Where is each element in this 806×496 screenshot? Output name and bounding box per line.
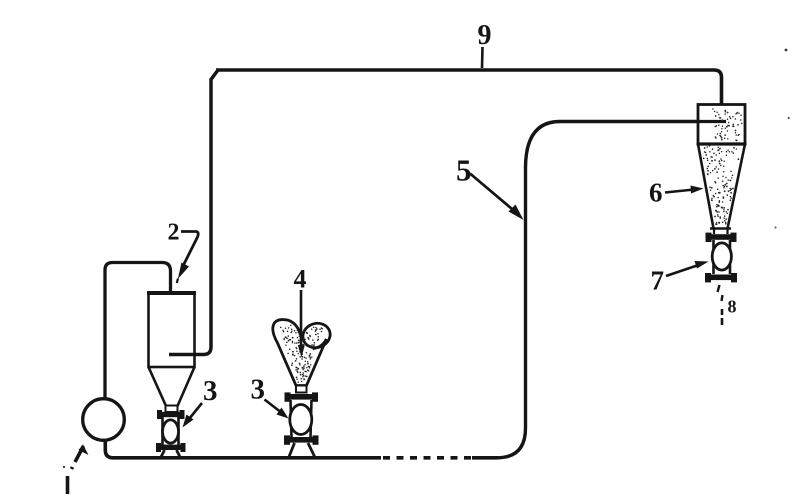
svg-text:3: 3 — [203, 375, 218, 407]
svg-text:2: 2 — [168, 220, 180, 246]
svg-text:4: 4 — [294, 265, 307, 294]
svg-text:3: 3 — [251, 374, 266, 406]
svg-text:8: 8 — [728, 297, 737, 317]
svg-text:5: 5 — [456, 153, 472, 188]
svg-text:7: 7 — [651, 266, 665, 296]
svg-text:9: 9 — [478, 20, 492, 51]
svg-text:6: 6 — [649, 178, 663, 208]
